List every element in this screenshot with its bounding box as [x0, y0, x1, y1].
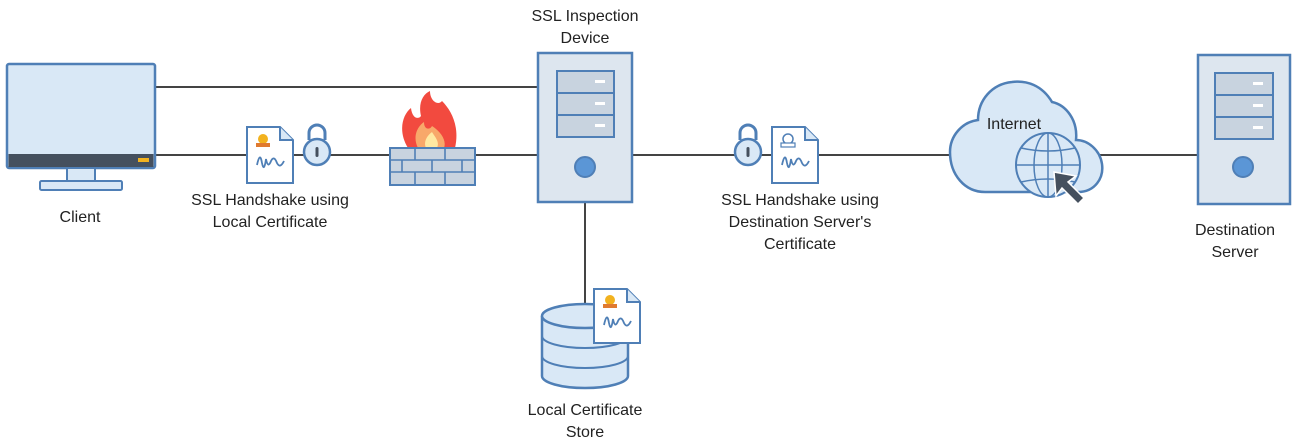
server-icon — [1196, 53, 1292, 206]
handshake-local-label: SSL Handshake using Local Certificate — [170, 190, 370, 234]
handshake-dest-line1: SSL Handshake using — [721, 192, 879, 209]
certificate-icon — [593, 288, 641, 344]
internet-label-text: Internet — [986, 116, 1042, 133]
store-label-line2: Store — [565, 424, 605, 441]
handshake-dest-line2: Destination Server's — [728, 214, 872, 231]
monitor-icon — [5, 62, 157, 191]
padlock-icon — [302, 123, 332, 167]
certificate-icon — [771, 126, 819, 184]
client-label-text: Client — [59, 209, 101, 226]
handshake-local-line2: Local Certificate — [212, 214, 328, 231]
handshake-local-line1: SSL Handshake using — [191, 192, 349, 209]
cursor-icon — [1053, 171, 1086, 206]
destination-label-line2: Server — [1211, 244, 1259, 261]
store-label: Local Certificate Store — [490, 400, 680, 444]
ssl-device-label-line1: SSL Inspection — [531, 8, 639, 25]
firewall-icon — [389, 91, 476, 186]
store-label-line1: Local Certificate — [527, 402, 643, 419]
internet-label: Internet — [972, 114, 1056, 136]
destination-label-line1: Destination — [1194, 222, 1276, 239]
padlock-icon — [733, 123, 763, 167]
client-label: Client — [30, 207, 130, 229]
server-icon — [536, 51, 634, 204]
destination-label: Destination Server — [1175, 220, 1295, 264]
handshake-dest-label: SSL Handshake using Destination Server's… — [690, 190, 910, 256]
handshake-dest-line3: Certificate — [763, 236, 837, 253]
certificate-icon — [246, 126, 294, 184]
ssl-device-label: SSL Inspection Device — [500, 6, 670, 50]
ssl-device-label-line2: Device — [560, 30, 610, 47]
